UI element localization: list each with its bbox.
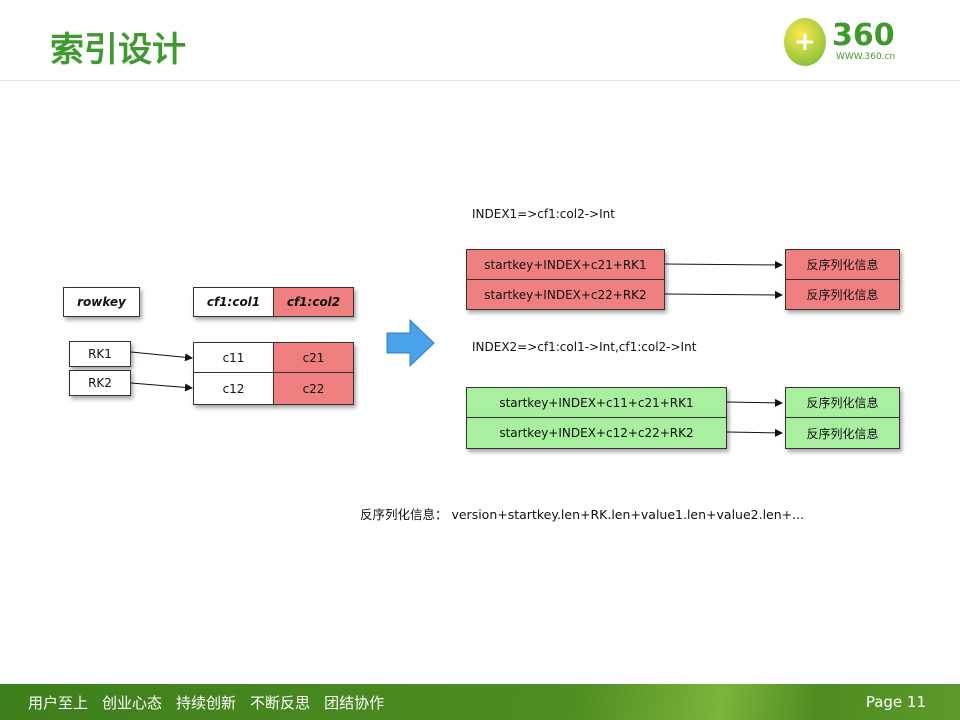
- logo-icon: [784, 18, 826, 66]
- logo-url: WWW.360.cn: [836, 52, 896, 62]
- index1-target: 反序列化信息: [785, 279, 900, 310]
- index1-target: 反序列化信息: [785, 249, 900, 280]
- index2-label: INDEX2=>cf1:col1->Int,cf1:col2->Int: [472, 340, 697, 354]
- logo-text: 360: [832, 18, 895, 53]
- arrow-i1r1: [664, 260, 783, 269]
- arrow-rk1: [130, 351, 193, 362]
- index1-row: startkey+INDEX+c22+RK2: [466, 279, 665, 310]
- arrow-i2r1: [726, 398, 783, 407]
- rowkey-rk1: RK1: [69, 341, 131, 367]
- arrow-i1r2: [664, 290, 783, 299]
- cell-c22: c22: [273, 372, 354, 405]
- footer-bar: 用户至上 创业心态 持续创新 不断反思 团结协作 Page 11: [0, 684, 960, 720]
- slogan: 用户至上: [28, 693, 89, 712]
- arrow-rk2: [130, 382, 193, 392]
- slogan: 不断反思: [250, 693, 311, 712]
- logo-360: + 360 WWW.360.cn: [784, 18, 924, 68]
- rowkey-header: rowkey: [63, 287, 140, 317]
- slogan: 创业心态: [102, 693, 163, 712]
- page-number: Page 11: [865, 693, 926, 711]
- header-divider: [0, 80, 960, 81]
- index2-target: 反序列化信息: [785, 417, 900, 449]
- arrow-i2r2: [726, 428, 783, 437]
- slogan: 团结协作: [324, 693, 385, 712]
- col1-header: cf1:col1: [193, 287, 274, 317]
- col2-header: cf1:col2: [273, 287, 354, 317]
- big-right-arrow-icon: [386, 318, 435, 368]
- index1-row: startkey+INDEX+c21+RK1: [466, 249, 665, 280]
- slogan: 持续创新: [176, 693, 237, 712]
- cell-c11: c11: [193, 342, 274, 373]
- cell-c21: c21: [273, 342, 354, 373]
- rowkey-rk2: RK2: [69, 370, 131, 396]
- deserialize-note: 反序列化信息： version+startkey.len+RK.len+valu…: [360, 507, 805, 522]
- index2-row: startkey+INDEX+c12+c22+RK2: [466, 417, 727, 449]
- logo-plus-icon: +: [794, 27, 816, 57]
- index2-target: 反序列化信息: [785, 387, 900, 418]
- index2-row: startkey+INDEX+c11+c21+RK1: [466, 387, 727, 418]
- index1-label: INDEX1=>cf1:col2->Int: [472, 207, 615, 221]
- cell-c12: c12: [193, 372, 274, 405]
- page-title: 索引设计: [50, 30, 186, 70]
